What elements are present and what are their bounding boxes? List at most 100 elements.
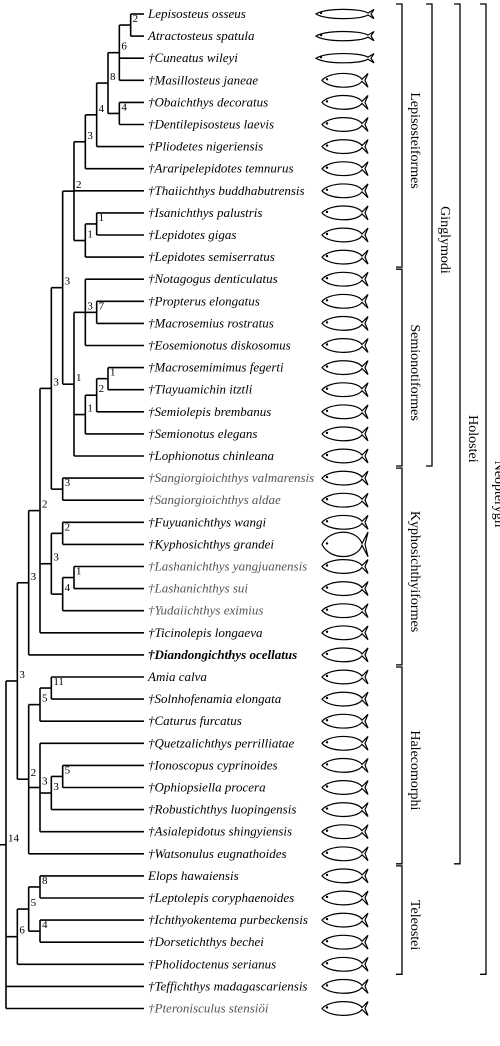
fish-icon (321, 94, 369, 110)
fish-icon (321, 117, 369, 132)
fish-icon (321, 934, 369, 950)
taxon-label-ichthyokentema: †Ichthyokentema purbeckensis (148, 912, 308, 927)
taxon-label-lepidotes_semi: †Lepidotes semiserratus (148, 249, 275, 264)
support-value: 3 (53, 781, 59, 793)
taxon-label-robustichthys: †Robustichthys luopingensis (148, 802, 296, 817)
taxon-label-lashan_s: †Lashanichthys sui (148, 581, 248, 596)
fish-icon (321, 802, 369, 818)
support-value: 3 (65, 276, 71, 288)
group-label-kyphosichthyiformes: Kyphosichthyiformes (407, 511, 422, 632)
support-value: 2 (99, 383, 105, 395)
fish-icon (321, 249, 369, 265)
taxon-label-amia: Amia calva (147, 669, 207, 684)
fish-icon (321, 426, 369, 442)
taxon-label-lophionotus: †Lophionotus chinleana (148, 448, 275, 463)
support-value: 4 (121, 101, 127, 113)
fish-icon (321, 647, 369, 663)
support-value: 1 (76, 372, 82, 384)
fish-icon (321, 531, 369, 558)
group-label-neopterygii: Neopterygii (491, 461, 500, 528)
fish-icon (321, 338, 369, 353)
clade-brackets: LepisosteiformesSemionotiformesKyphosich… (396, 3, 500, 975)
support-value: 3 (65, 477, 71, 489)
bracket-kyphosichthyiformes (396, 467, 403, 666)
taxon-label-watsonulus: †Watsonulus eugnathoides (148, 846, 287, 861)
taxon-label-semionotus: †Semionotus elegans (148, 426, 257, 441)
taxon-label-dorsetichthys: †Dorsetichthys bechei (148, 934, 264, 949)
fish-icon (321, 735, 369, 751)
fish-icon (321, 691, 369, 707)
fish-icon (321, 603, 369, 619)
fish-icon (321, 868, 369, 884)
taxon-label-pliodetes: †Pliodetes nigeriensis (148, 139, 263, 154)
fish-icon (321, 559, 369, 574)
taxon-label-caturus: †Caturus furcatus (148, 713, 242, 728)
fish-silhouettes (314, 8, 375, 1016)
taxon-label-macrosemimimus: †Macrosemimimus fegerti (148, 360, 284, 375)
taxon-label-pholidoctenus: †Pholidoctenus serianus (148, 956, 276, 971)
group-label-halecomorphi: Halecomorphi (407, 730, 422, 810)
support-value: 2 (65, 521, 71, 533)
support-value: 2 (31, 767, 36, 779)
support-value: 6 (19, 925, 25, 937)
support-value: 2 (42, 499, 48, 511)
group-label-lepisosteiformes: Lepisosteiformes (407, 92, 422, 188)
fish-icon (321, 669, 369, 685)
support-value: 14 (8, 833, 20, 845)
taxon-label-eosemionotus: †Eosemionotus diskosomus (148, 338, 291, 353)
fish-icon (321, 404, 369, 420)
support-value: 1 (99, 212, 105, 224)
support-value: 4 (65, 582, 71, 594)
group-label-ginglymodi: Ginglymodi (437, 206, 452, 274)
taxon-label-fuyuanichthys: †Fuyuanichthys wangi (148, 514, 266, 529)
fish-icon (321, 72, 369, 88)
fish-icon (314, 30, 375, 42)
fish-icon (321, 713, 369, 729)
taxon-label-obaichthys: †Obaichthys decoratus (148, 94, 268, 109)
support-value: 3 (53, 376, 59, 388)
fish-icon (321, 183, 369, 199)
taxon-label-isanichthys: †Isanichthys palustris (148, 205, 262, 220)
taxon-label-solnhofenamia: †Solnhofenamia elongata (148, 691, 282, 706)
taxon-label-leptolepis: †Leptolepis coryphaenoides (148, 890, 294, 905)
fish-icon (321, 360, 369, 376)
bracket-lepisosteiformes (396, 3, 403, 268)
taxon-label-semiolepis: †Semiolepis brembanus (148, 404, 271, 419)
group-label-teleostei: Teleostei (407, 900, 422, 950)
fish-icon (321, 293, 369, 309)
bracket-neopterygii (480, 3, 487, 975)
support-value: 3 (87, 300, 93, 312)
fish-icon (321, 227, 369, 243)
support-value: 3 (31, 571, 37, 583)
support-value: 1 (87, 403, 93, 415)
support-value: 1 (87, 229, 93, 241)
fish-icon (321, 978, 369, 994)
taxon-label-teffichthys: †Teffichthys madagascariensis (148, 978, 308, 993)
taxon-label-cuneatus: †Cuneatus wileyi (148, 50, 238, 65)
fish-icon (321, 315, 369, 331)
fish-icon (321, 757, 369, 773)
fish-icon (321, 271, 369, 287)
support-value: 11 (53, 676, 64, 688)
taxon-label-ophiopsiella: †Ophiopsiella procera (148, 780, 266, 795)
taxon-label-dentilepisosteus: †Dentilepisosteus laevis (148, 117, 274, 132)
fish-icon (314, 8, 375, 20)
support-value: 7 (99, 300, 105, 312)
support-value: 1 (110, 367, 116, 379)
fish-icon (314, 52, 375, 64)
taxon-label-araripelepidotes: †Araripelepidotes temnurus (148, 161, 294, 176)
fish-icon (321, 470, 369, 486)
support-value: 3 (87, 130, 93, 142)
support-value: 5 (42, 693, 48, 705)
support-value: 1 (76, 566, 82, 578)
fish-icon (321, 780, 369, 795)
bracket-teleostei (396, 865, 403, 975)
fish-icon (321, 824, 369, 840)
taxon-label-masillosteus: †Masillosteus janeae (148, 72, 258, 87)
fish-icon (321, 1001, 369, 1016)
support-value: 3 (53, 552, 59, 564)
taxon-label-pteronisculus: †Pteronisculus stensiöi (148, 1001, 269, 1016)
fish-icon (321, 448, 369, 464)
